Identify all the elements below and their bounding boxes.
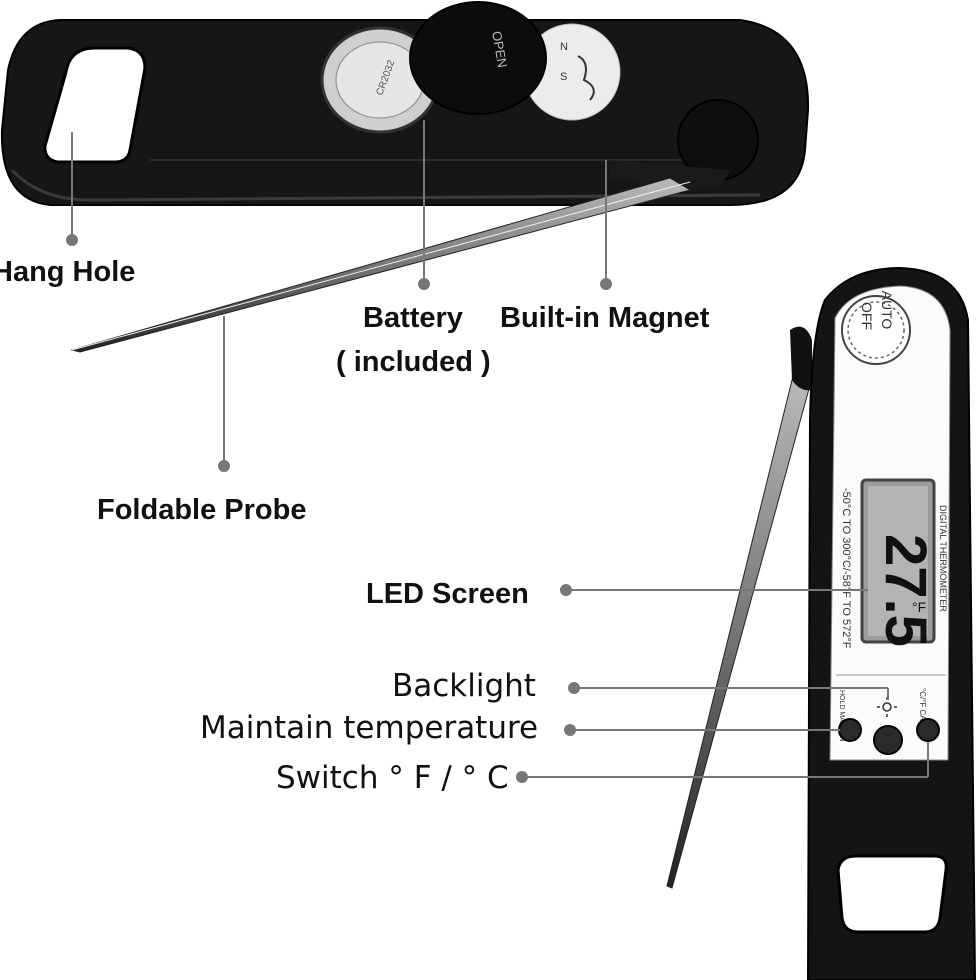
battery-label: Battery	[363, 302, 463, 334]
hold-label: HOLD MAX MIN	[838, 690, 845, 741]
hold-max-min-button[interactable]	[838, 718, 862, 742]
svg-text:N: N	[560, 41, 568, 53]
probe-label: Foldable Probe	[97, 494, 307, 526]
unit-cal-button[interactable]	[916, 718, 940, 742]
unit-cal-label: °C/°F CAL	[918, 688, 927, 726]
range-text: -50°C TO 300°C/-58°F TO 572°F	[840, 488, 852, 649]
svg-text:S: S	[560, 71, 567, 83]
lcd-unit: °F	[912, 599, 926, 615]
backlight-button[interactable]	[873, 725, 903, 755]
auto-off-top: AUTO	[879, 291, 895, 330]
switch-unit-label: Switch ° F / ° C	[276, 760, 509, 796]
battery-cap	[409, 1, 547, 115]
auto-off-badge	[841, 295, 911, 365]
hang-hole	[43, 46, 147, 164]
lcd-reading: 27.5	[873, 534, 938, 647]
brand-text: DIGITAL THERMOMETER	[938, 505, 948, 612]
auto-off-bottom: OFF	[859, 302, 875, 330]
folded-thermometer: CR2032 N S OPEN	[0, 1, 810, 353]
backlight-label: Backlight	[392, 668, 536, 704]
bottom-hang-hole	[836, 854, 948, 934]
leader-lines	[66, 120, 929, 783]
maintain-temperature-label: Maintain temperature	[200, 710, 539, 746]
magnet-label: Built-in Magnet	[500, 302, 710, 334]
screen-label: LED Screen	[366, 578, 529, 610]
battery-cap-text: OPEN	[489, 30, 510, 69]
opened-thermometer: AUTO OFF 27.5 °F DIGITAL THERMOMETER -50…	[666, 266, 977, 980]
hang-hole-label: Hang Hole	[0, 256, 136, 288]
extended-probe	[666, 367, 813, 889]
battery-note-label: ( included )	[336, 346, 491, 378]
